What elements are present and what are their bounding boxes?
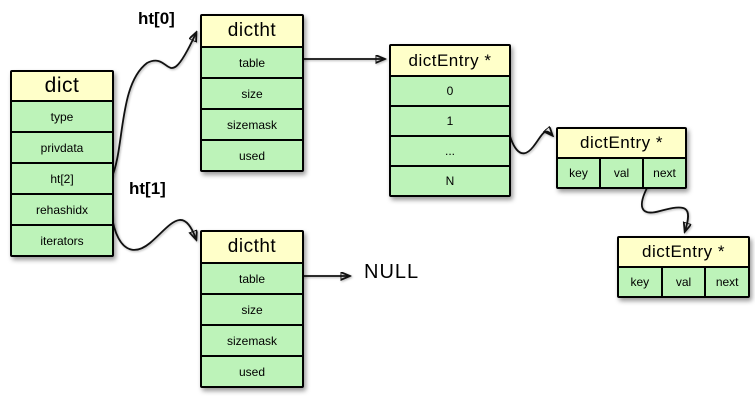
dictht-bottom-row-sizemask: sizemask xyxy=(202,324,302,355)
entry-node-2-title: dictEntry * xyxy=(619,238,748,266)
ht0-label: ht[0] xyxy=(138,9,175,28)
entry-node-1-title: dictEntry * xyxy=(558,129,685,157)
dict-row-iterators: iterators xyxy=(12,224,112,255)
dict-entry-array-title: dictEntry * xyxy=(391,46,509,75)
ht1-label: ht[1] xyxy=(129,179,166,198)
entry-array-slot-n: N xyxy=(391,165,509,195)
dictht-bottom-row-table: table xyxy=(202,262,302,293)
entry-node-1-key: key xyxy=(558,159,599,187)
entry-node-1-next: next xyxy=(642,159,685,187)
dictht-top-table: dictht table size sizemask used xyxy=(200,14,304,172)
entry-array-slot-ellipsis: ... xyxy=(391,135,509,165)
entry-node-2-val: val xyxy=(660,268,705,296)
null-label: NULL xyxy=(364,261,420,283)
dict-table-title: dict xyxy=(12,72,112,100)
arrow-ht0-to-dictht-top xyxy=(110,33,196,180)
entry-array-slot-1: 1 xyxy=(391,105,509,135)
dictht-bottom-row-used: used xyxy=(202,355,302,386)
entry-array-slot-0: 0 xyxy=(391,75,509,105)
dict-table: dict type privdata ht[2] rehashidx itera… xyxy=(10,70,114,257)
dictht-top-row-used: used xyxy=(202,139,302,170)
dict-entry-node-1: dictEntry * key val next xyxy=(556,127,687,189)
entry-node-1-val: val xyxy=(599,159,642,187)
dict-entry-node-2: dictEntry * key val next xyxy=(617,236,750,298)
dictht-top-row-size: size xyxy=(202,77,302,108)
entry-node-2-key: key xyxy=(619,268,661,296)
dictht-bottom-title: dictht xyxy=(202,232,302,262)
dictht-top-row-sizemask: sizemask xyxy=(202,108,302,139)
dictht-bottom-row-size: size xyxy=(202,293,302,324)
dictht-top-title: dictht xyxy=(202,16,302,46)
dict-row-privdata: privdata xyxy=(12,131,112,162)
dictht-bottom-table: dictht table size sizemask used xyxy=(200,230,304,388)
arrow-next-to-entry-node-2 xyxy=(640,185,688,231)
dict-entry-array-table: dictEntry * 0 1 ... N xyxy=(389,44,511,197)
arrow-slot1-to-entry-node-1 xyxy=(504,114,552,155)
dict-row-rehashidx: rehashidx xyxy=(12,193,112,224)
dictht-top-row-table: table xyxy=(202,46,302,77)
dict-row-type: type xyxy=(12,100,112,131)
entry-node-2-next: next xyxy=(704,268,749,296)
dict-row-ht2: ht[2] xyxy=(12,162,112,193)
